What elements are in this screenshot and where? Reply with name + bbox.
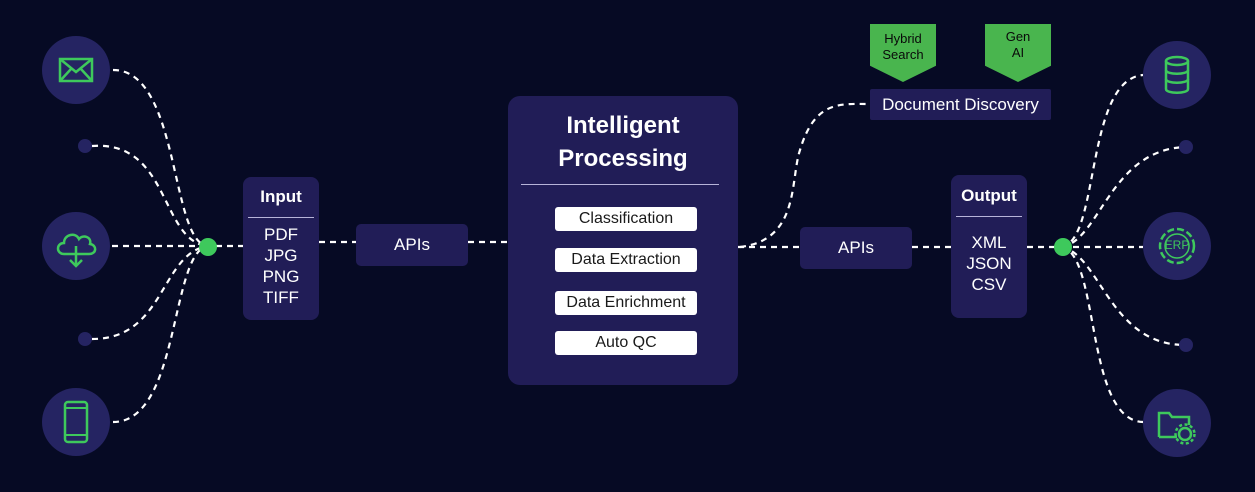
mobile-source xyxy=(42,388,110,456)
output-format: CSV xyxy=(971,275,1007,294)
database-icon xyxy=(1164,55,1190,94)
apis-right-box: APIs xyxy=(800,227,912,269)
step-data-extraction: Data Extraction xyxy=(555,248,697,272)
output-divider xyxy=(956,216,1022,217)
erp-gear-icon xyxy=(1158,227,1196,265)
output-format: XML xyxy=(971,233,1007,252)
input-format: PDF xyxy=(264,225,298,244)
cloud-source xyxy=(42,212,110,280)
folder-destination xyxy=(1143,389,1211,457)
input-format: PNG xyxy=(262,267,300,286)
destination-dot-lower xyxy=(1179,338,1193,352)
input-title: Input xyxy=(260,187,302,206)
mobile-phone-icon xyxy=(63,400,89,444)
mail-source xyxy=(42,36,110,104)
apis-left-box: APIs xyxy=(356,224,468,266)
input-format: JPG xyxy=(264,246,298,265)
output-format: JSON xyxy=(966,254,1012,273)
erp-label: ERP xyxy=(1164,238,1190,252)
step-data-enrichment: Data Enrichment xyxy=(555,291,697,315)
output-panel: Output XML JSON CSV xyxy=(951,175,1027,318)
processing-title-line1: Intelligent xyxy=(566,112,680,139)
input-format: TIFF xyxy=(263,288,299,307)
processing-title-line2: Processing xyxy=(558,145,688,172)
mail-icon xyxy=(58,57,94,83)
left-hub-dot xyxy=(199,238,217,256)
document-discovery-box: Document Discovery xyxy=(870,89,1051,120)
processing-divider xyxy=(521,184,719,185)
folder-settings-icon xyxy=(1157,411,1196,445)
source-dot-lower xyxy=(78,332,92,346)
erp-destination: ERP xyxy=(1143,212,1211,280)
step-auto-qc: Auto QC xyxy=(555,331,697,355)
source-dot-upper xyxy=(78,139,92,153)
intelligent-processing-panel: Intelligent Processing Classification Da… xyxy=(508,96,738,385)
output-title: Output xyxy=(961,186,1017,205)
step-classification: Classification xyxy=(555,207,697,231)
destination-dot-upper xyxy=(1179,140,1193,154)
database-destination xyxy=(1143,41,1211,109)
input-divider xyxy=(248,217,314,218)
right-hub-dot xyxy=(1054,238,1072,256)
cloud-download-icon xyxy=(56,233,97,268)
input-panel: Input PDF JPG PNG TIFF xyxy=(243,177,319,320)
